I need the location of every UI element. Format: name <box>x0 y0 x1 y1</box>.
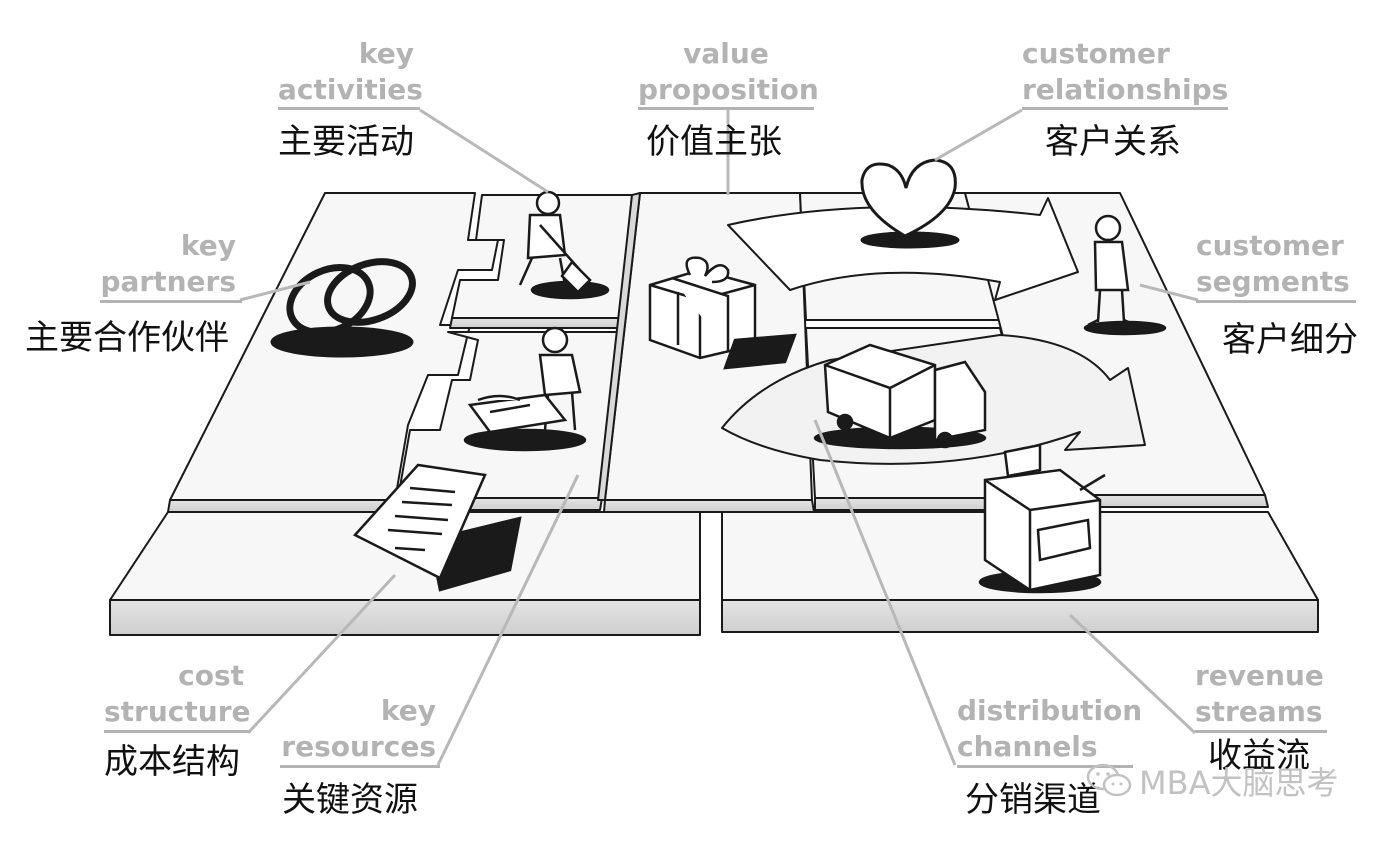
underline-key-resources <box>280 765 440 768</box>
label-zh-key-partners: 主要合作伙伴 <box>25 318 229 358</box>
label-zh-key-resources: 关键资源 <box>282 780 418 820</box>
customer-figure-icon <box>1083 214 1167 336</box>
label-zh-distribution-channels: 分销渠道 <box>965 780 1101 820</box>
underline-customer-segments <box>1196 300 1356 303</box>
leader-key-partners <box>239 280 311 302</box>
gift-box-icon <box>648 256 797 370</box>
worker-digging-icon <box>518 190 610 300</box>
label-zh-value-proposition: 价值主张 <box>646 122 782 162</box>
label-zh-cost-structure: 成本结构 <box>104 742 240 782</box>
label-zh-customer-segments: 客户细分 <box>1222 320 1358 360</box>
leader-customer-relationships <box>934 108 1023 162</box>
worker-package-icon <box>463 326 587 452</box>
heart-icon <box>860 158 960 249</box>
wechat-icon <box>1085 762 1133 808</box>
watermark-text: MBA大脑思考 <box>1139 764 1339 802</box>
underline-key-partners <box>100 300 242 303</box>
upper-arrow <box>727 197 1079 301</box>
underline-customer-relationships <box>1022 107 1228 110</box>
cash-register-icon <box>978 443 1106 594</box>
leader-key-resources <box>436 474 580 766</box>
watermark: MBA大脑思考 <box>1085 762 1338 808</box>
underline-revenue-streams <box>1195 730 1327 733</box>
underline-key-activities <box>278 107 420 110</box>
leader-customer-segments <box>1139 283 1199 302</box>
leader-key-activities <box>419 108 549 194</box>
underline-value-proposition <box>638 107 814 110</box>
label-zh-revenue-streams: 收益流 <box>1208 736 1310 776</box>
leader-revenue-streams <box>1068 613 1197 735</box>
label-zh-key-activities: 主要活动 <box>278 122 414 162</box>
truck-icon <box>813 343 987 450</box>
leader-distribution-channels <box>813 419 957 766</box>
leader-lines <box>239 108 1199 766</box>
document-icon <box>352 463 522 592</box>
underline-cost-structure <box>104 730 250 733</box>
underline-distribution-channels <box>957 765 1133 768</box>
rings-icon <box>270 258 416 358</box>
leader-cost-structure <box>246 573 397 735</box>
label-zh-customer-relationships: 客户关系 <box>1045 122 1181 162</box>
